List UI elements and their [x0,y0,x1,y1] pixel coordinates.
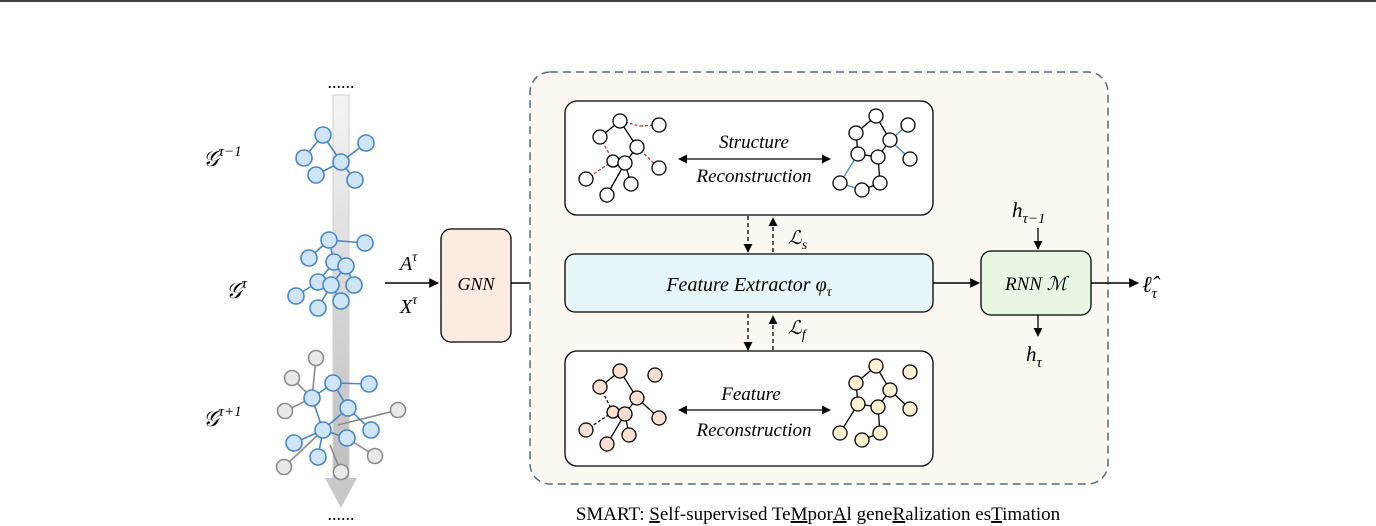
rnn-label: RNN ℳ [1004,274,1070,295]
graph-label-next: 𝒢τ+1 [203,404,242,431]
caption-underlined-letter: S [649,504,660,525]
feature-extractor-label: Feature Extractor φτ [665,274,832,300]
node [303,389,321,407]
node [366,447,384,465]
feature-label: Feature [720,384,780,405]
graph-prev [295,126,375,189]
feature-loss-label: ℒf [788,318,808,343]
hidden-prev-label: hτ−1 [1012,198,1046,227]
estimated-loss-label: ℓ̂τ [1142,272,1161,302]
top-ellipsis: ...... [328,72,355,92]
caption-text: elf-supervised Te [660,504,791,525]
time-axis-arrowhead [325,478,357,508]
node [283,369,301,387]
feature-output-graph [832,358,918,448]
graph-label-prev: 𝒢τ−1 [203,144,242,171]
caption-underlined-letter: A [833,504,847,525]
caption-text: imation [1002,504,1061,525]
caption-text: l gene [847,504,893,525]
node [309,299,327,317]
structure-reconstruction-box: Structure Reconstruction [564,100,934,216]
node [276,402,294,420]
node [346,171,364,189]
caption-text: SMART: [576,504,649,525]
node [338,429,356,447]
feature-reconstruction-box: Feature Reconstruction [564,350,934,467]
feature-reconstruction-label: Reconstruction [695,420,811,441]
caption-underlined-letter: R [892,504,905,525]
adjacency-label: Aτ [398,250,418,275]
node [362,421,380,439]
feature-input-graph [578,363,667,452]
node [314,421,332,439]
caption-text: alization es [905,504,991,525]
caption-underlined-letter: M [791,504,808,525]
structure-output-graph [832,108,918,198]
node [307,349,325,367]
node [275,458,293,476]
node [320,231,338,249]
node [360,375,378,393]
temporal-graph-column: ...... ...... 𝒢τ−1 𝒢τ 𝒢τ+1 [203,72,407,524]
node [345,276,363,294]
node [332,153,350,171]
hidden-curr-label: hτ [1026,342,1043,371]
feature-matrix-label: Xτ [399,293,418,318]
bottom-ellipsis: ...... [328,504,355,524]
node [389,401,407,419]
diagram-caption: SMART: Self-supervised TeMporAl geneRali… [576,504,1061,525]
structure-input-graph [578,113,667,203]
node [337,257,355,275]
node [339,399,357,417]
node [322,276,340,294]
graph-label-curr: 𝒢τ [226,276,248,303]
gnn-block [440,228,512,343]
node [307,166,325,184]
node [356,234,374,252]
node [332,292,350,310]
node [300,249,318,267]
structure-loss-label: ℒs [788,228,808,253]
caption-text: por [807,504,833,525]
node [309,448,327,466]
node [324,374,342,392]
node [287,287,305,305]
node [285,434,303,452]
node [295,149,313,167]
node [357,134,375,152]
graph-curr [287,231,374,317]
structure-reconstruction-label: Reconstruction [695,166,811,187]
structure-label: Structure [719,132,789,153]
node [314,126,332,144]
node [332,463,350,481]
caption-underlined-letter: T [991,504,1003,525]
graph-next [275,349,407,481]
gnn-label: GNN [457,274,495,294]
